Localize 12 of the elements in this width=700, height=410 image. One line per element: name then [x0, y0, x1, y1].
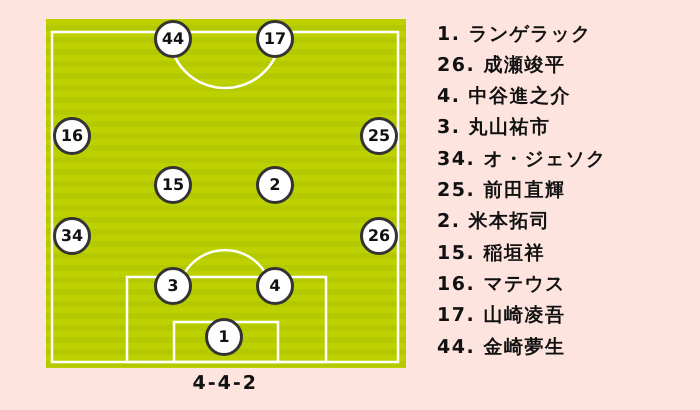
player-name: 16. マテウス: [437, 272, 566, 296]
player-name: 44. 金崎夢生: [437, 334, 566, 358]
player-name: 1. ランゲラック: [437, 22, 592, 46]
player-name: 4. 中谷進之介: [437, 84, 572, 108]
player-name: 3. 丸山祐市: [437, 115, 551, 140]
player-name: 26. 成瀬竣平: [437, 52, 566, 77]
player-name: 2. 米本拓司: [437, 209, 551, 234]
formation-caption: 4-4-2: [192, 371, 258, 395]
player-name: 34. オ・ジェソク: [437, 146, 606, 171]
player-name: 15. 稲垣祥: [437, 240, 545, 265]
player-name: 25. 前田直輝: [437, 178, 566, 202]
player-name: 17. 山崎凌吾: [437, 303, 566, 328]
